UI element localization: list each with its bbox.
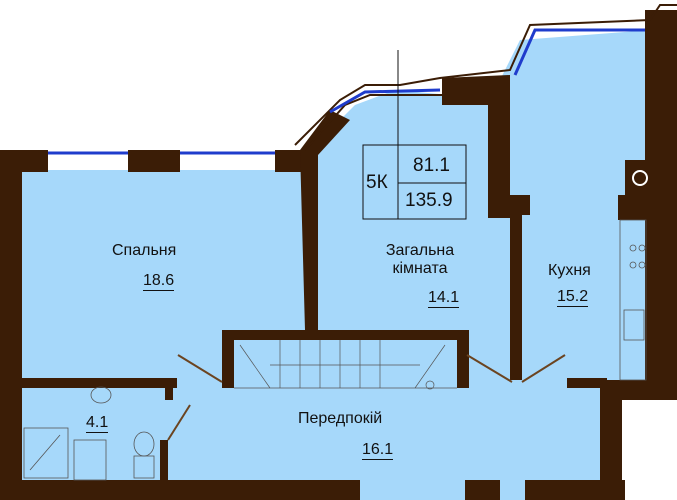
rooms-code: 5К xyxy=(366,172,388,193)
room-area-bedroom: 18.6 xyxy=(143,272,175,291)
room-name-bedroom: Спальня xyxy=(112,242,177,259)
walls xyxy=(0,10,677,500)
room-name-hallway: Передпокій xyxy=(298,410,383,427)
windows xyxy=(48,28,645,155)
kitchen-fixtures xyxy=(619,170,648,381)
staircase xyxy=(234,340,457,390)
room-area-hallway: 16.1 xyxy=(362,441,394,460)
apartment-info-box xyxy=(362,50,467,220)
room-name-living: Загальна кімната xyxy=(385,242,455,277)
outer-walls-slanted xyxy=(294,4,677,151)
total-area: 135.9 xyxy=(405,190,453,211)
doors xyxy=(167,354,566,441)
living-area: 81.1 xyxy=(413,155,450,176)
bathroom-fixtures xyxy=(23,386,155,481)
room-area-living: 14.1 xyxy=(428,289,460,308)
room-name-kitchen: Кухня xyxy=(548,262,591,279)
room-area-bathroom: 4.1 xyxy=(86,414,109,433)
room-area-kitchen: 15.2 xyxy=(557,288,589,307)
